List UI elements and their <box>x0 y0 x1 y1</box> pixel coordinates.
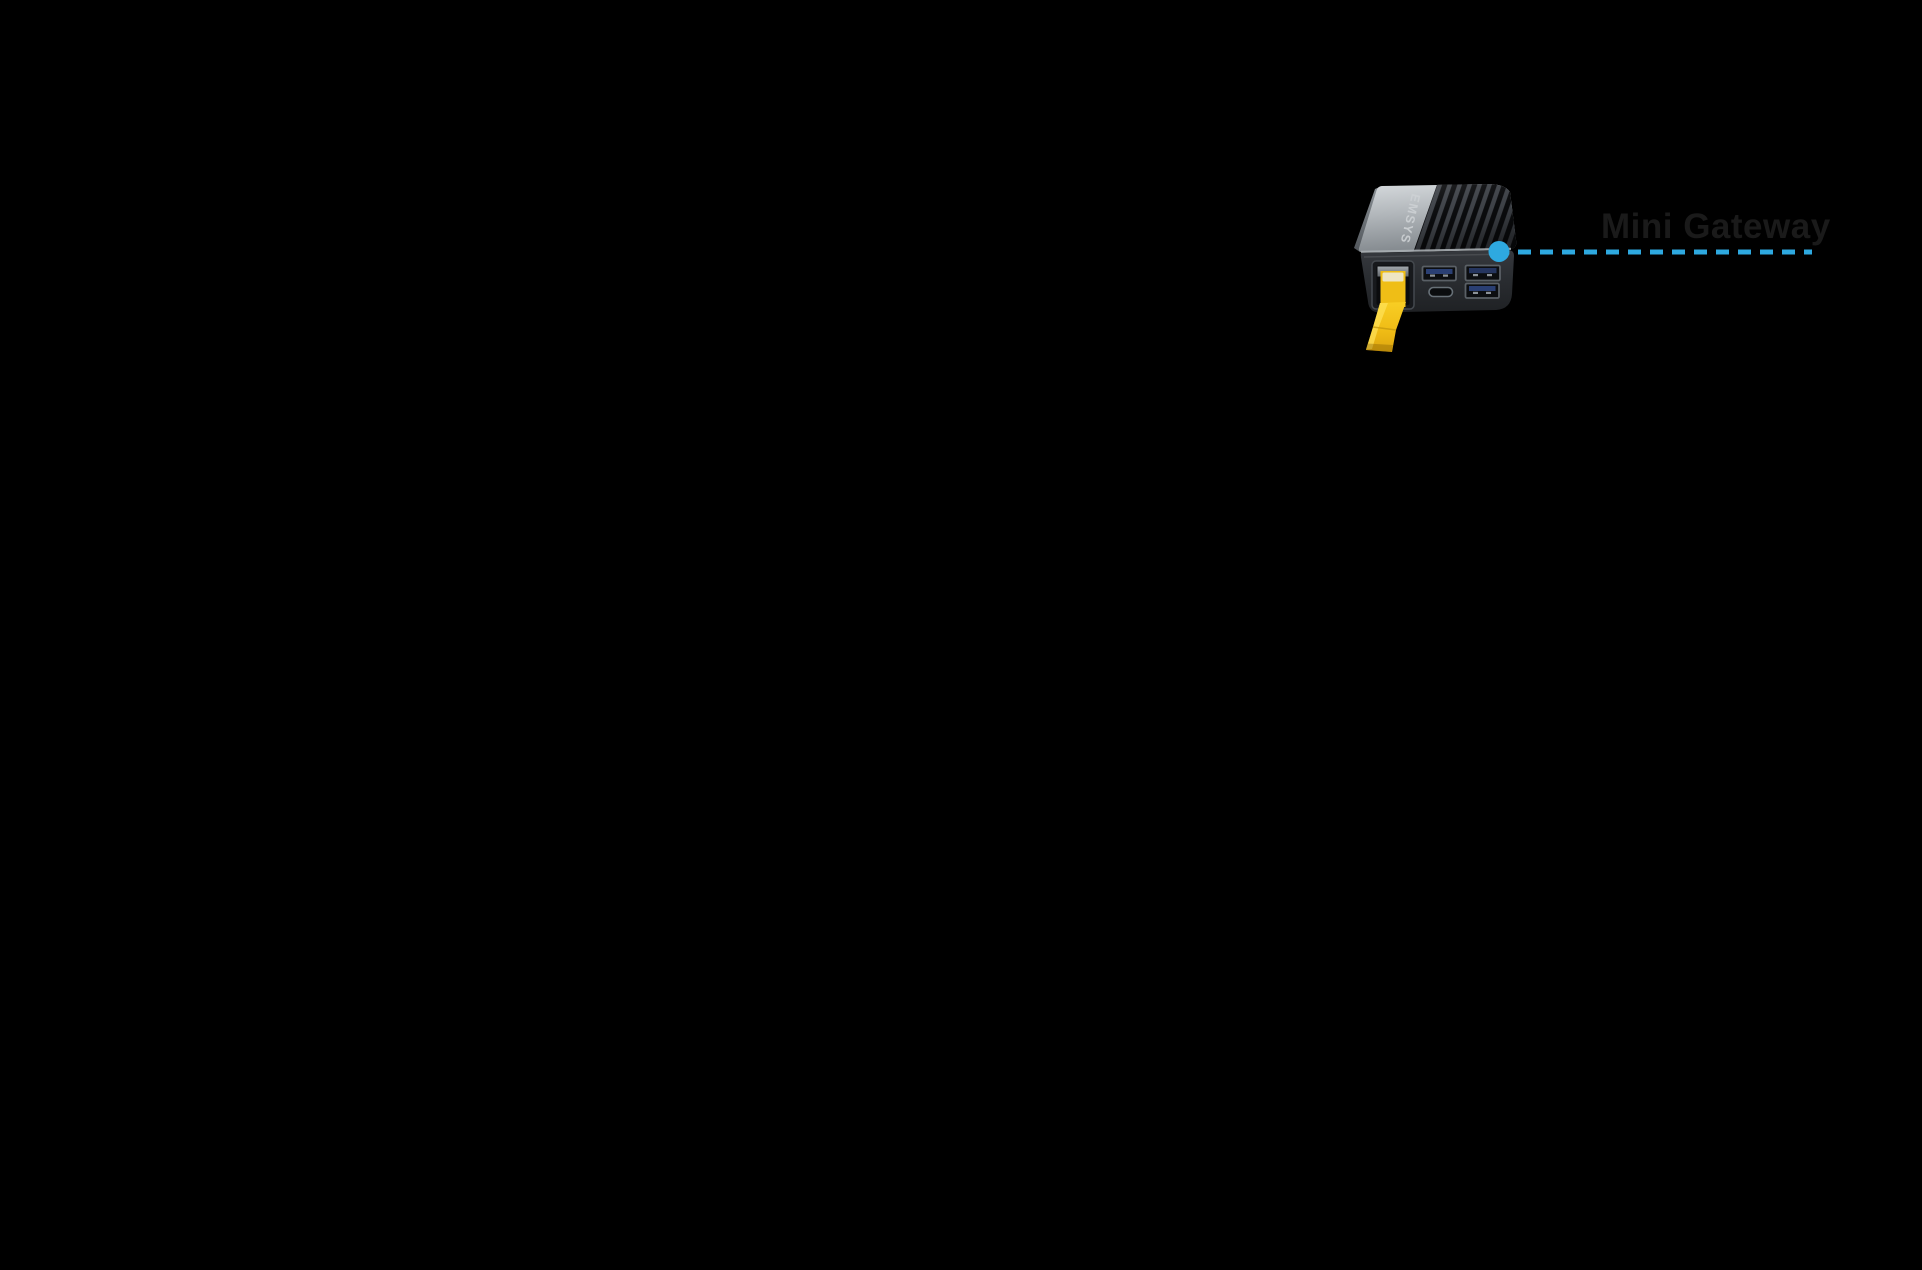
ethernet-cable-crease <box>1372 326 1397 331</box>
ethernet-cable-highlight <box>1366 303 1388 350</box>
ethernet-port <box>1371 260 1415 310</box>
usb-c-port <box>1428 286 1454 298</box>
ethernet-connector-clip <box>1382 272 1404 282</box>
usb-a-port-1 <box>1421 265 1457 282</box>
usb-a-port-2 <box>1464 264 1501 282</box>
callout-label: Mini Gateway <box>1601 207 1831 246</box>
device-cooling-fins-shading <box>1413 184 1517 252</box>
ethernet-cable-tip-shade <box>1366 343 1393 352</box>
callout-annotation: Mini Gateway <box>1488 207 1831 262</box>
ethernet-cable <box>1366 302 1406 352</box>
gateway-device-illustration: EMSYS <box>1354 184 1517 352</box>
device-bevel-edge <box>1360 247 1512 253</box>
usb-a-port-3 <box>1464 282 1500 299</box>
callout-hotspot-dot[interactable] <box>1488 241 1510 262</box>
device-front-top-highlight <box>1363 253 1511 258</box>
